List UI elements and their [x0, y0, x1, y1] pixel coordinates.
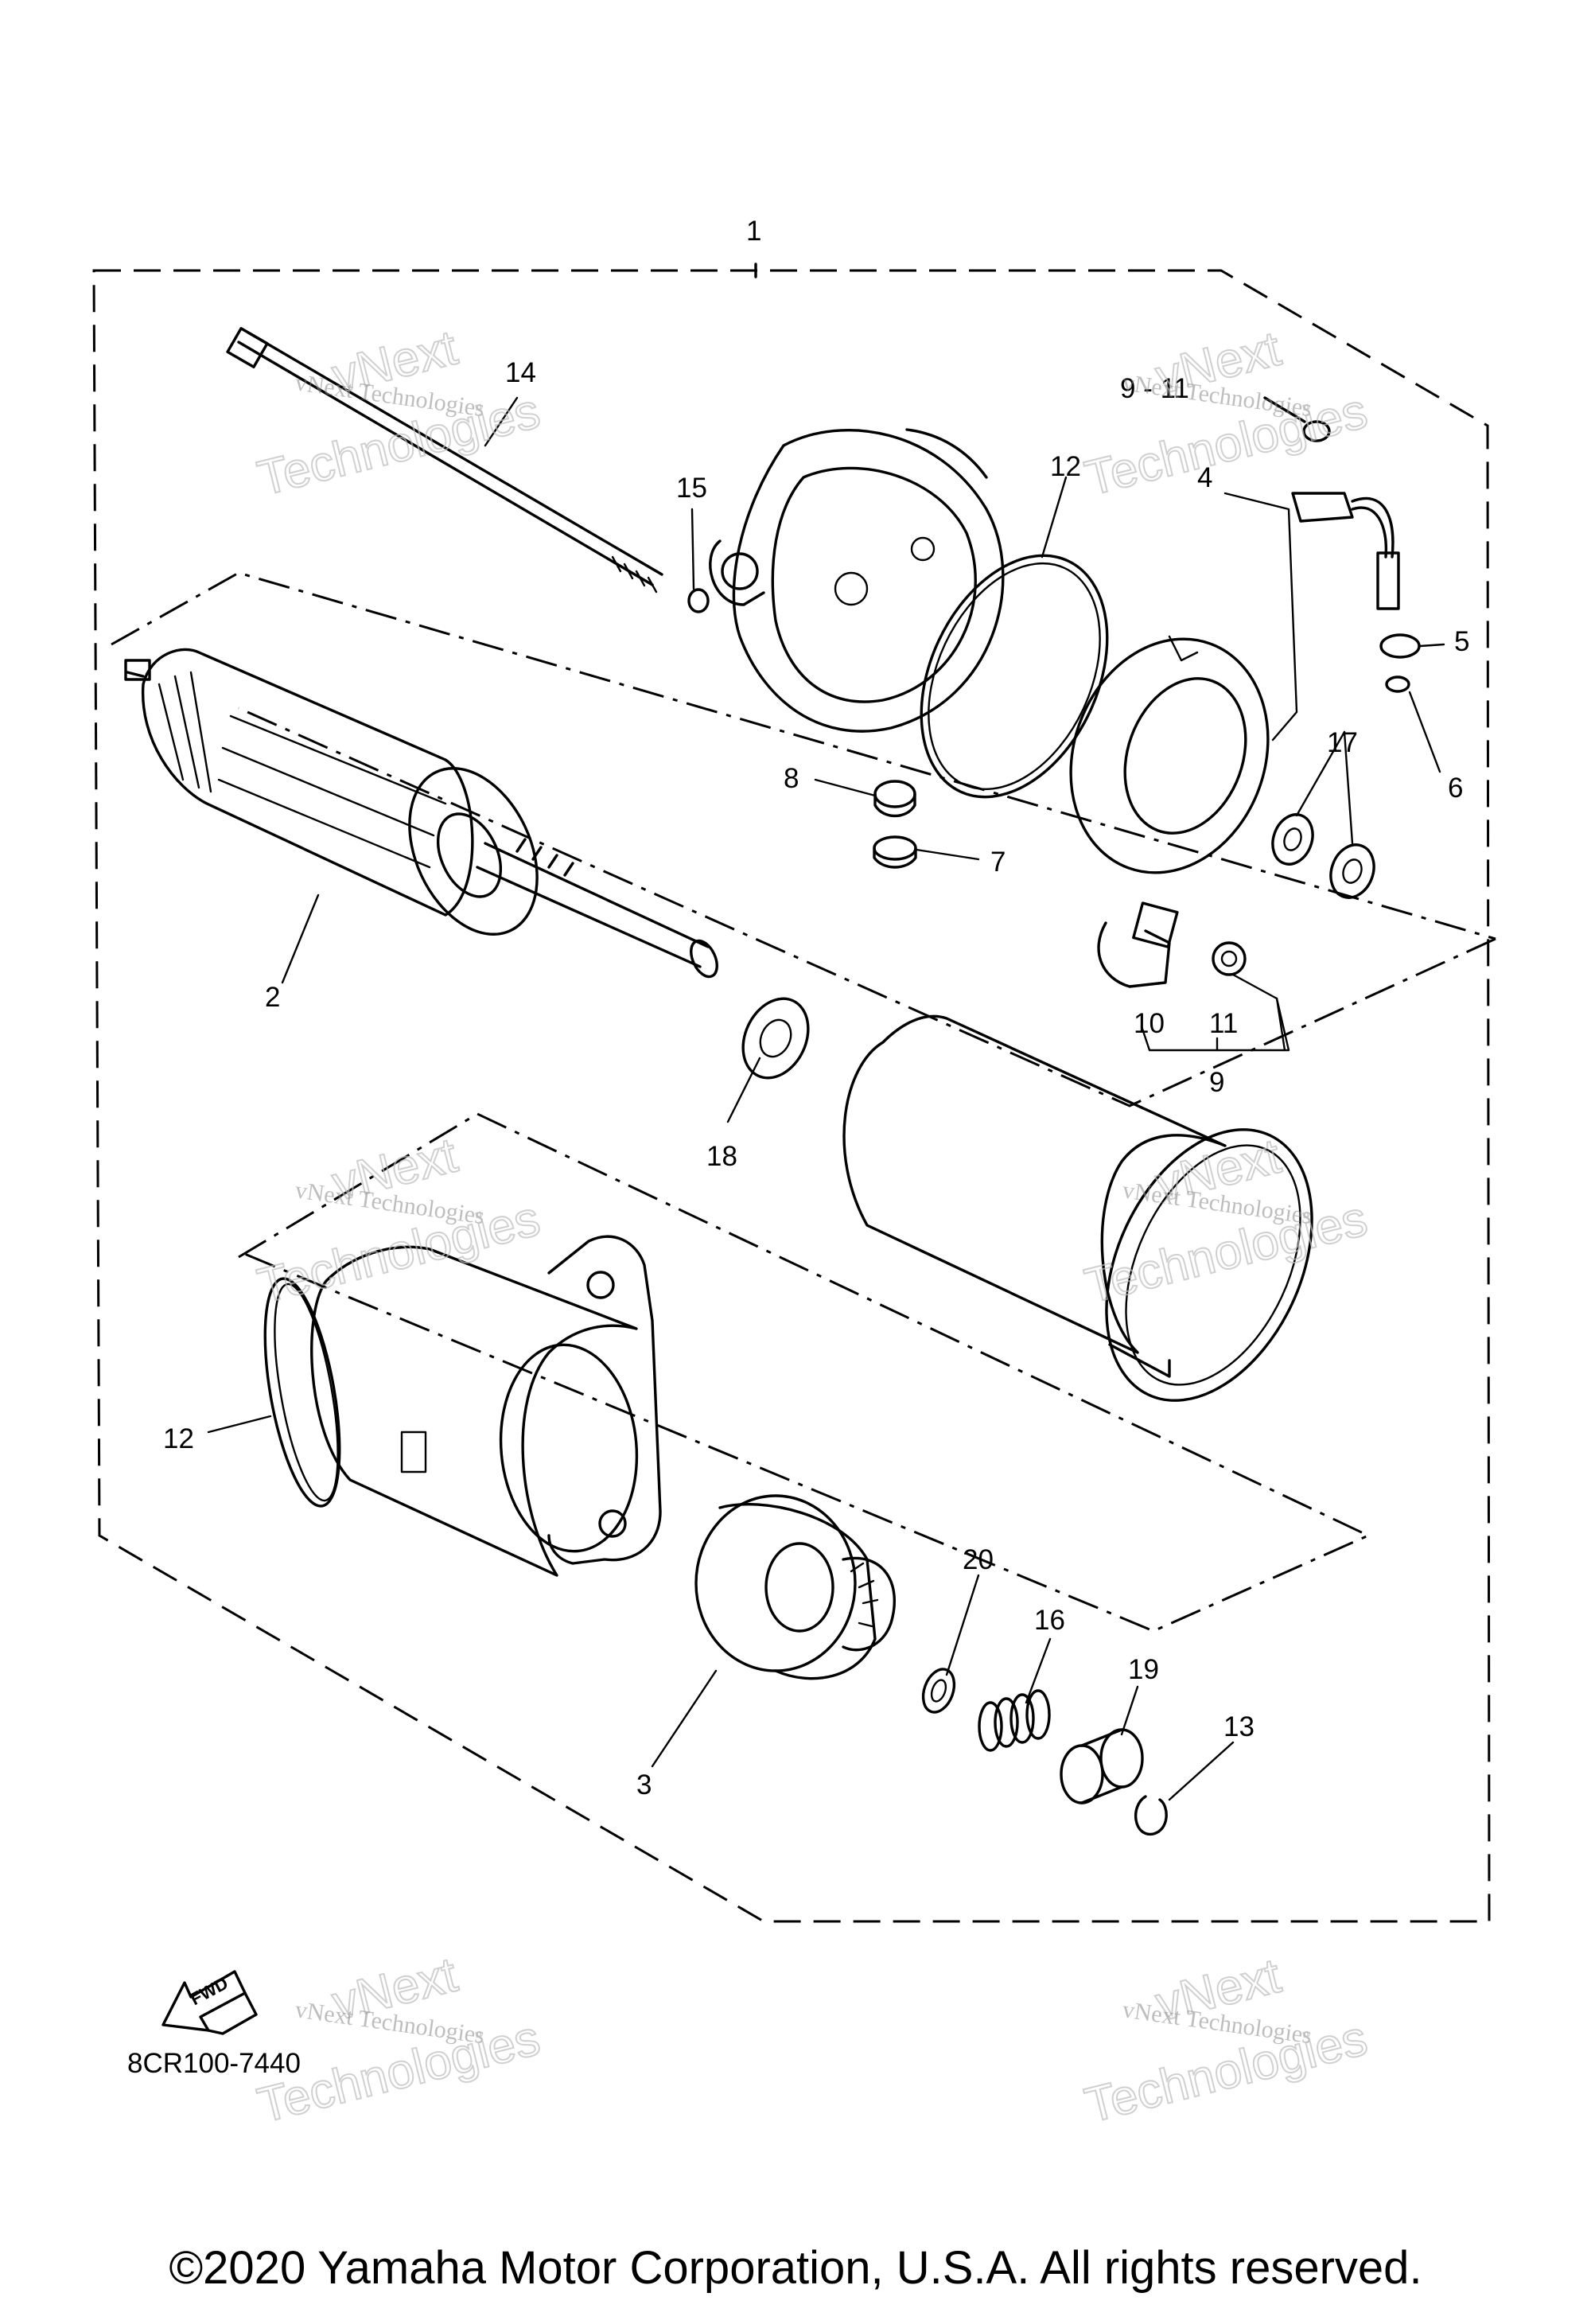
yoke-housing-part [842, 1014, 1313, 1402]
callout-4: 4 [1197, 462, 1212, 493]
forward-arrow-icon: FWD [161, 1970, 258, 2035]
callout-5: 5 [1454, 626, 1469, 657]
watermark-bottom-right: vNext vNext Technologies Technologies [1079, 1948, 1373, 2135]
washer-20-part [921, 1668, 956, 1714]
callout-8: 8 [784, 763, 799, 794]
circlip-part [1134, 1795, 1168, 1835]
leader-lines [207, 396, 1445, 1801]
pinion-clutch-part [694, 1494, 896, 1680]
watermark-top-right: vNext vNext Technologies Technologies [1079, 321, 1373, 508]
assembly-boundary [92, 263, 1491, 1923]
callout-6: 6 [1448, 773, 1463, 804]
nut-parts [873, 780, 917, 869]
o-ring-upper-part [920, 554, 1109, 799]
copyright-footer: ©2020 Yamaha Motor Corporation, U.S.A. A… [169, 2242, 1422, 2294]
small-o-ring-part [687, 588, 710, 613]
watermark-middle-right: vNext vNext Technologies Technologies [1079, 1128, 1373, 1315]
callout-12-upper: 12 [1050, 451, 1081, 482]
stopper-part [1060, 1728, 1144, 1804]
watermark-bottom-left: vNext vNext Technologies Technologies [251, 1947, 546, 2135]
callout-3: 3 [636, 1769, 652, 1800]
spring-part [978, 1689, 1051, 1752]
washer-18-part [741, 997, 810, 1080]
callout-15: 15 [676, 473, 707, 504]
callout-10: 10 [1134, 1008, 1165, 1039]
diagram-code: 8CR100-7440 [127, 2048, 301, 2079]
callout-16: 16 [1034, 1605, 1065, 1636]
armature-part [124, 648, 718, 979]
callout-14: 14 [505, 357, 536, 388]
watermark-top-left: vNext vNext Technologies Technologies [251, 320, 546, 508]
callout-13: 13 [1223, 1711, 1255, 1742]
callout-numbers: 1 2 3 4 5 6 7 8 9 - 11 9 10 11 12 12 13 … [163, 216, 1469, 1800]
callout-9: 9 [1209, 1067, 1224, 1098]
rear-cover-part [709, 428, 1005, 733]
watermark-middle-left: vNext vNext Technologies Technologies [251, 1127, 546, 1315]
callout-18: 18 [706, 1141, 737, 1172]
callout-19: 19 [1128, 1654, 1159, 1685]
front-bracket-part [263, 1235, 662, 1577]
brush-parts [1097, 901, 1247, 988]
callout-2: 2 [265, 982, 280, 1013]
callout-12-lower: 12 [163, 1423, 194, 1454]
assembly-centerlines [111, 571, 1496, 1633]
terminal-lead-part [1263, 396, 1421, 693]
brush-plate-part [1069, 635, 1270, 874]
long-bolt-part [226, 327, 663, 594]
callout-1: 1 [746, 216, 761, 247]
callout-20: 20 [963, 1544, 994, 1575]
callout-9-11: 9 - 11 [1120, 373, 1189, 404]
washer-parts [1271, 813, 1375, 899]
callout-17: 17 [1327, 727, 1358, 758]
callout-11: 11 [1209, 1008, 1238, 1039]
callout-7: 7 [990, 847, 1006, 878]
